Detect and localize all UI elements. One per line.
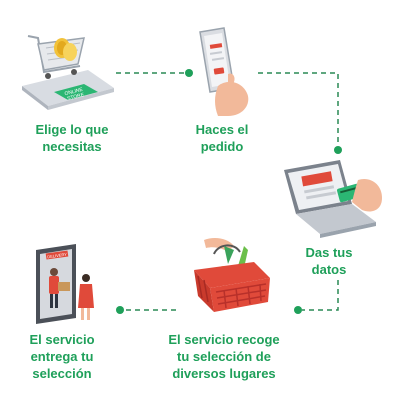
shopping-basket-icon [194, 238, 270, 312]
phone-order-icon [199, 27, 249, 116]
svg-text:DELIVERY: DELIVERY [47, 252, 68, 260]
delivery-door-icon: DELIVERY [36, 244, 94, 324]
laptop-card-icon [284, 160, 382, 238]
connector-node [185, 69, 193, 77]
svg-text:STORE: STORE [67, 92, 86, 102]
connector-3-4 [302, 280, 339, 311]
shopping-cart-icon: ONLINE STORE [22, 35, 114, 110]
connector-node [294, 306, 302, 314]
step-order-label: Haces el pedido [195, 122, 249, 154]
step-delivery-label: El servicio entrega tu selección [29, 332, 95, 381]
svg-text:ONLINE: ONLINE [64, 87, 84, 97]
connector-node [116, 306, 124, 314]
step-choose-label: Elige lo que necesitas [35, 122, 109, 154]
connector-2-3 [258, 72, 339, 146]
connector-node [334, 146, 342, 154]
step-data-label: Das tus datos [305, 245, 353, 277]
step-collect-label: El servicio recoge tu selección de diver… [168, 332, 280, 381]
